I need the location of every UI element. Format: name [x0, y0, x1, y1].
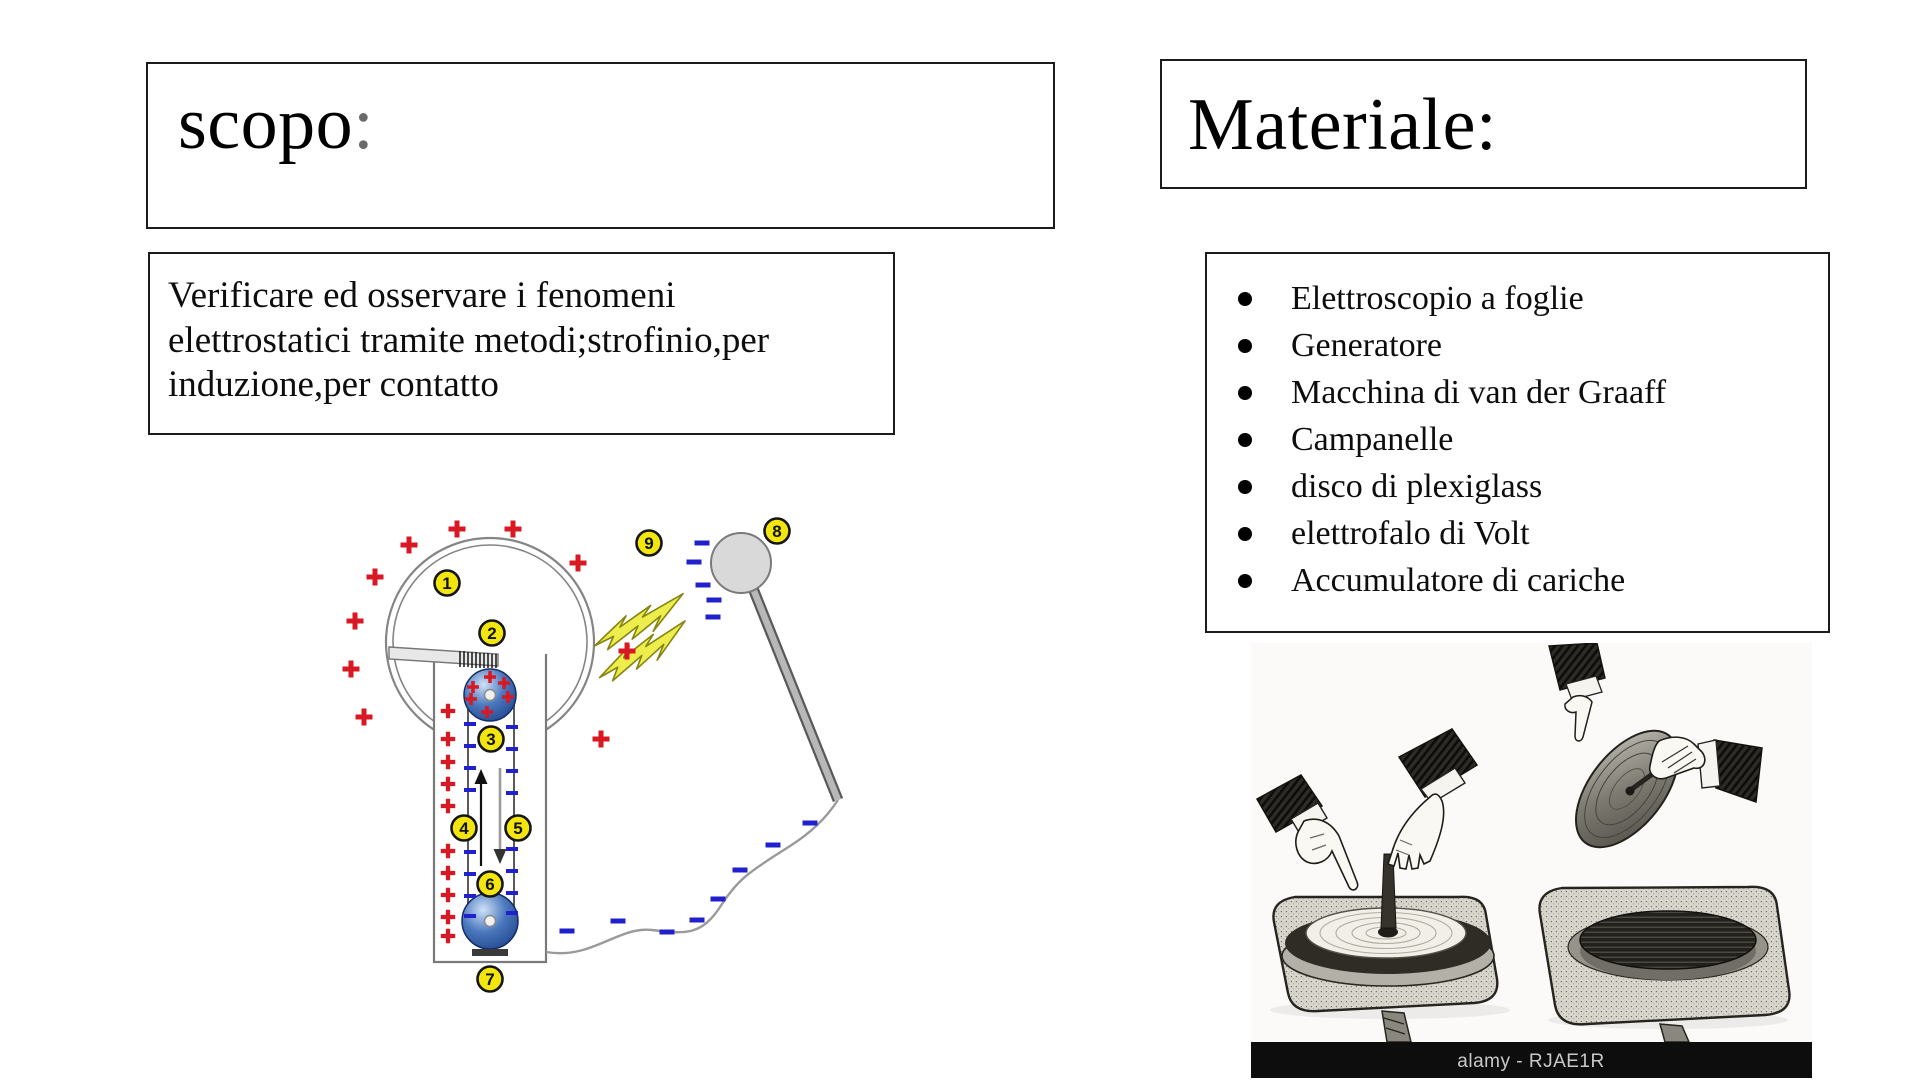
collector-comb	[388, 646, 499, 668]
list-item-label: disco di plexiglass	[1291, 467, 1543, 505]
wire-negative-charges	[560, 823, 818, 932]
diagram-label-4: 4	[450, 814, 478, 842]
base-plate	[472, 949, 508, 956]
list-item-label: Accumulatore di cariche	[1291, 561, 1626, 599]
description-line: elettrostatici tramite metodi;strofinio,…	[168, 319, 770, 361]
description-line: induzione,per contatto	[168, 364, 499, 405]
list-item: Accumulatore di cariche	[1207, 557, 1828, 604]
diagram-label-5: 5	[504, 814, 532, 842]
list-item-label: Elettroscopio a foglie	[1291, 279, 1584, 317]
svg-text:4: 4	[459, 819, 469, 838]
list-item-label: Campanelle	[1291, 420, 1454, 458]
list-item-label: elettrofalo di Volt	[1291, 514, 1530, 552]
bullet-icon	[1238, 338, 1252, 353]
svg-text:3: 3	[486, 730, 495, 749]
bullet-icon	[1238, 479, 1252, 494]
list-item: elettrofalo di Volt	[1207, 510, 1828, 557]
belt-down-arrow-icon	[493, 768, 507, 864]
hand-pinching-rim	[1548, 643, 1606, 742]
scopo-title: scopo	[178, 83, 354, 165]
diagram-label-7: 7	[476, 965, 504, 993]
bullet-icon	[1238, 526, 1252, 541]
scopo-title-box[interactable]: scopo:	[146, 62, 1055, 229]
svg-text:9: 9	[644, 534, 653, 553]
materiale-title-box[interactable]: Materiale:	[1160, 59, 1807, 189]
list-item: Campanelle	[1207, 416, 1828, 463]
scopo-description: Verificare ed osservare i fenomeni elett…	[168, 274, 893, 408]
diagram-label-6: 6	[476, 870, 504, 898]
svg-text:2: 2	[487, 624, 496, 643]
electrophorus-engraving-image[interactable]: alamy - RJAE1R	[1251, 643, 1812, 1078]
diagram-number-badges: 1 2 3 4 5 6 7 8 9	[433, 517, 791, 993]
materiale-title: Materiale:	[1188, 84, 1498, 166]
watermark-bar: alamy - RJAE1R	[1251, 1042, 1812, 1078]
bullet-icon	[1238, 432, 1252, 447]
svg-text:5: 5	[513, 819, 522, 838]
list-item: disco di plexiglass	[1207, 463, 1828, 510]
diagram-label-1: 1	[433, 569, 461, 597]
svg-text:6: 6	[485, 875, 494, 894]
list-item: Generatore	[1207, 322, 1828, 369]
lower-roller	[461, 892, 519, 950]
materials-list-box[interactable]: Elettroscopio a foglie Generatore Macchi…	[1205, 252, 1830, 633]
svg-text:1: 1	[442, 574, 451, 593]
materials-list: Elettroscopio a foglie Generatore Macchi…	[1207, 275, 1828, 604]
bullet-icon	[1238, 291, 1252, 306]
lightning-icon	[587, 592, 696, 685]
belt	[467, 700, 515, 918]
diagram-label-2: 2	[478, 619, 506, 647]
right-resin-table	[1538, 885, 1791, 1043]
scopo-description-box[interactable]: Verificare ed osservare i fenomeni elett…	[148, 252, 895, 435]
diagram-label-3: 3	[477, 725, 505, 753]
hand-touching-disc	[1255, 774, 1359, 891]
left-electrophorus-table	[1270, 853, 1510, 1043]
bullet-icon	[1238, 573, 1252, 588]
belt-housing	[432, 654, 548, 964]
svg-text:8: 8	[772, 522, 781, 541]
belt-up-arrow-icon	[474, 769, 488, 866]
van-de-graaff-diagram-image[interactable]: 1 2 3 4 5 6 7 8 9	[260, 500, 880, 1020]
hand-holding-handle	[1648, 736, 1763, 804]
diagram-label-8: 8	[763, 517, 791, 545]
discharge-sphere	[710, 532, 772, 594]
svg-text:7: 7	[485, 970, 494, 989]
hand-holding-rod	[1386, 728, 1479, 870]
page-title: scopo:	[178, 83, 374, 165]
list-item: Elettroscopio a foglie	[1207, 275, 1828, 322]
bullet-icon	[1238, 385, 1252, 400]
alamy-watermark: alamy - RJAE1R	[1457, 1051, 1604, 1072]
discharge-rod	[746, 583, 844, 803]
scopo-colon: :	[353, 83, 375, 165]
list-item-label: Macchina di van der Graaff	[1291, 373, 1667, 411]
description-line: Verificare ed osservare i fenomeni	[168, 275, 676, 316]
list-item-label: Generatore	[1291, 326, 1443, 364]
ground-wire	[545, 799, 839, 955]
diagram-label-9: 9	[635, 529, 663, 557]
list-item: Macchina di van der Graaff	[1207, 369, 1828, 416]
